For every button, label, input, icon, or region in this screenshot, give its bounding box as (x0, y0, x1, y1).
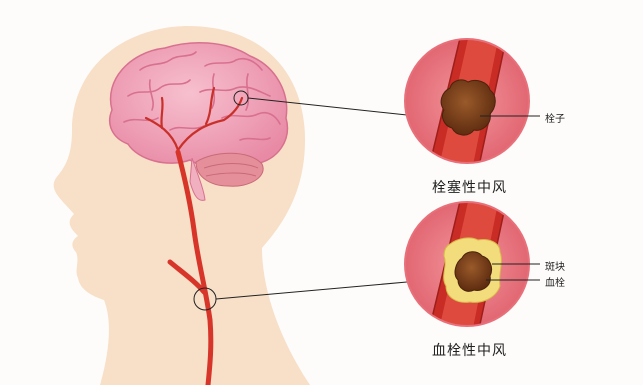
thrombus-label: 血栓 (545, 274, 565, 289)
embolus-label: 栓子 (545, 110, 565, 125)
brain-illustration (110, 43, 288, 169)
plaque-label: 斑块 (545, 258, 565, 273)
embolic-zoom-circle (405, 30, 529, 180)
thrombotic-stroke-caption: 血栓性中风 (432, 340, 507, 360)
thrombotic-zoom-circle (405, 193, 529, 343)
embolic-stroke-caption: 栓塞性中风 (432, 177, 507, 197)
